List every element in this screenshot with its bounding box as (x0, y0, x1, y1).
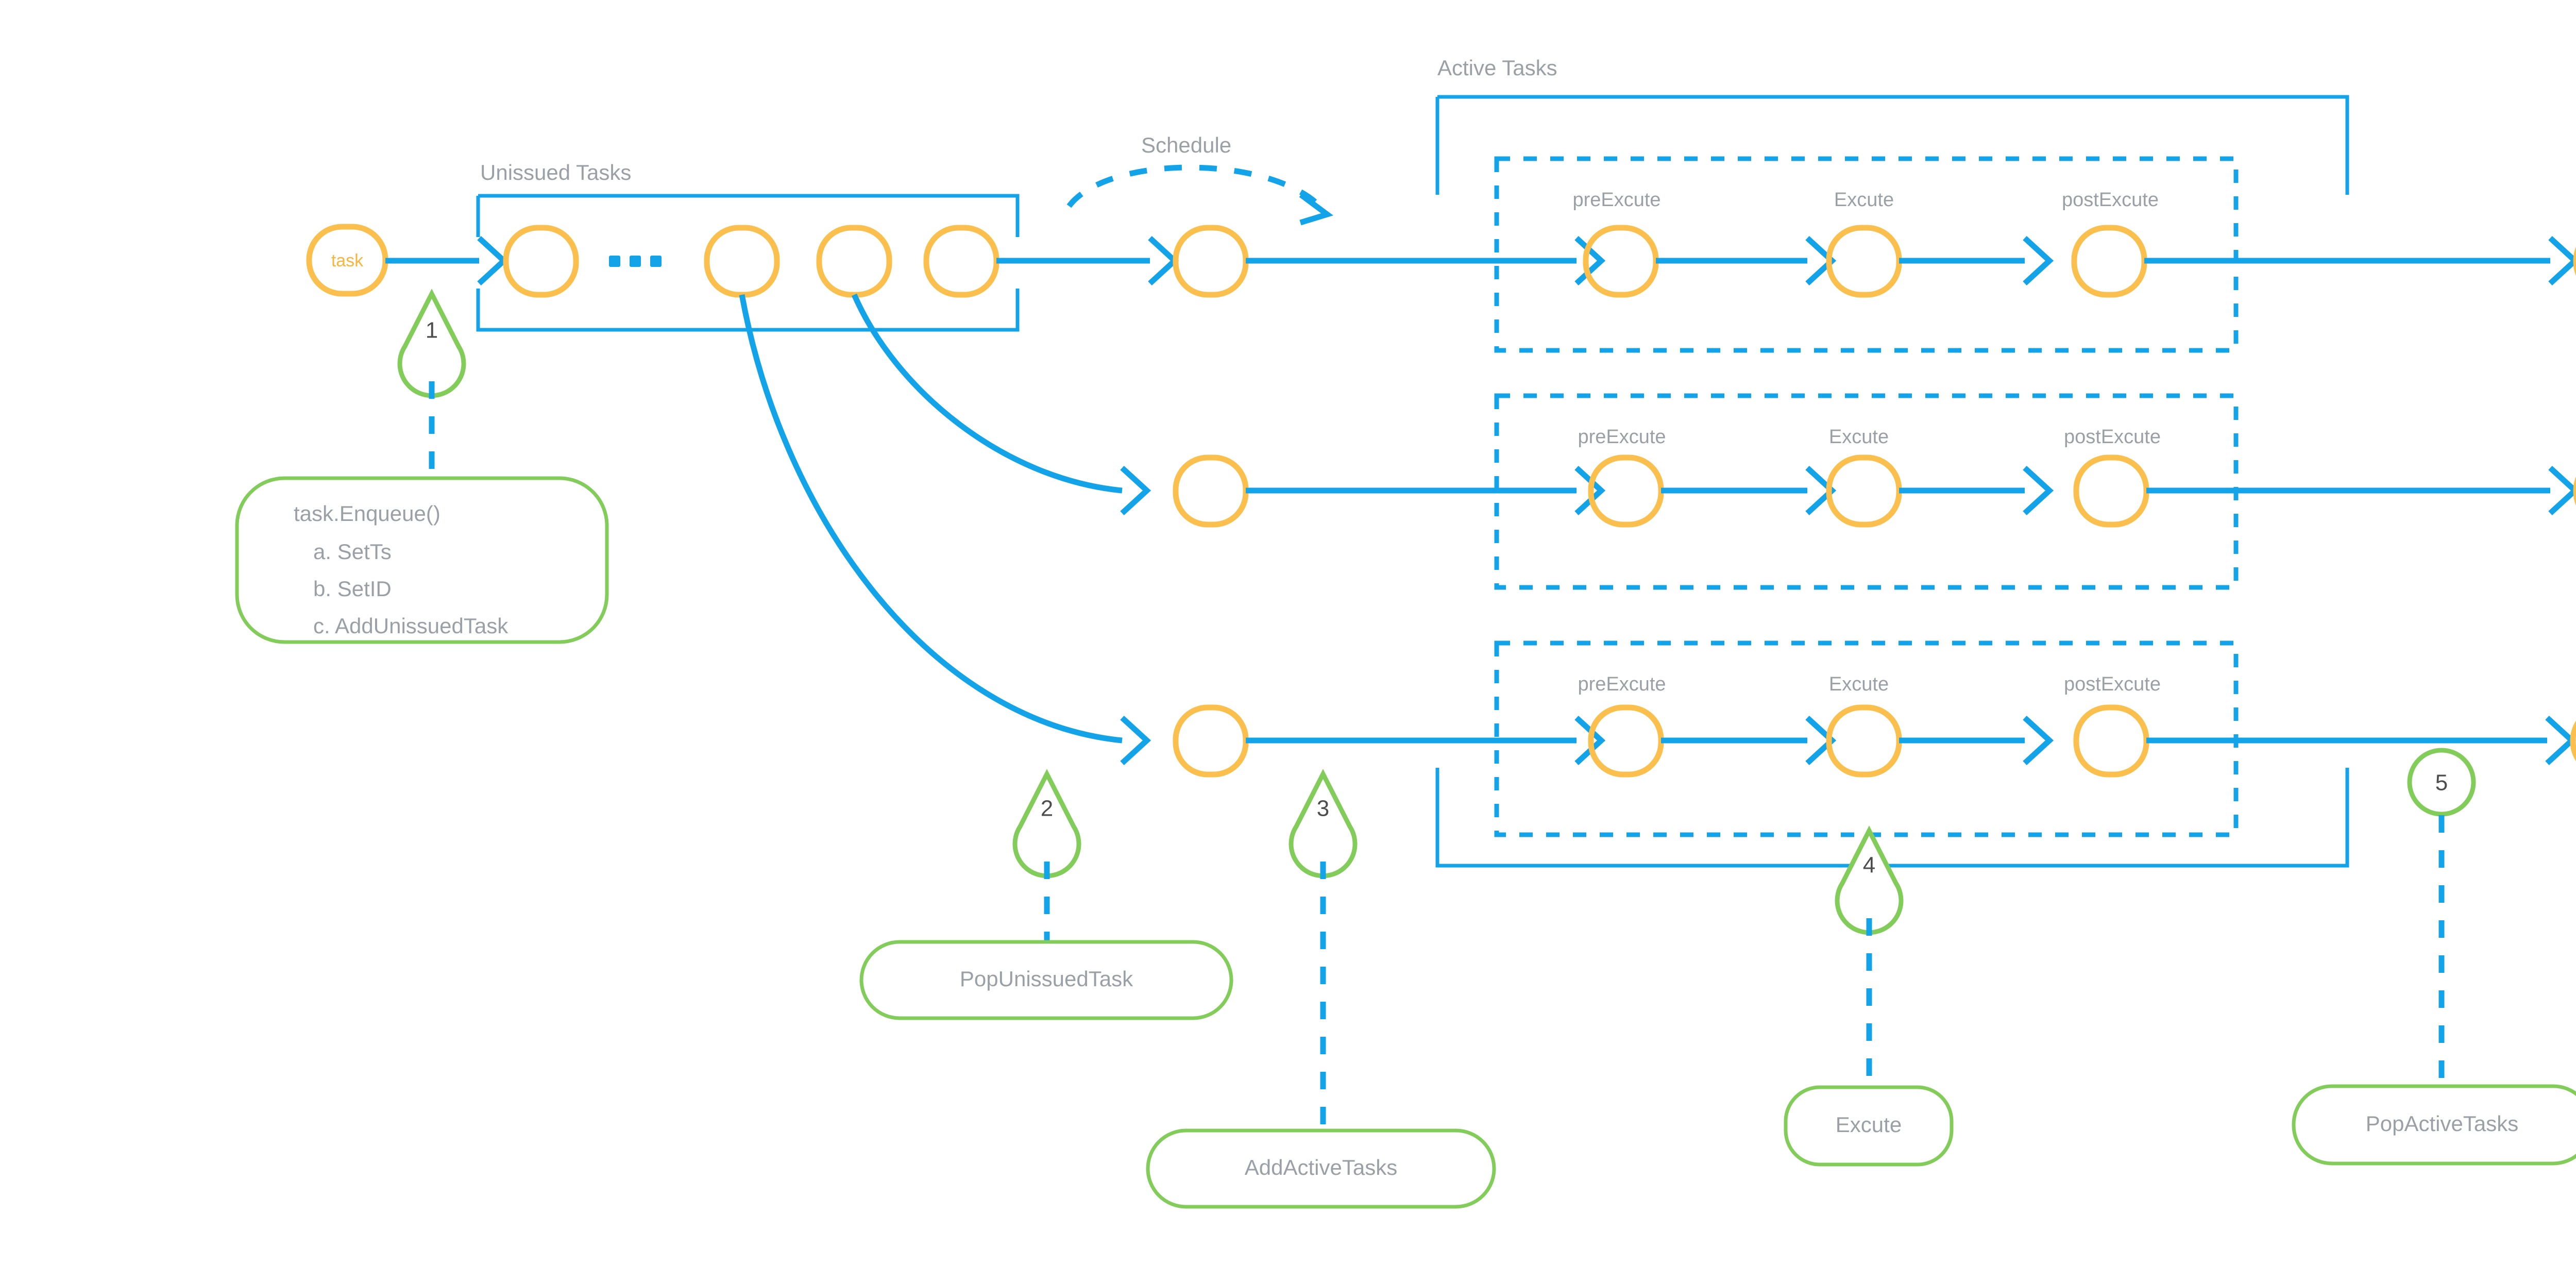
callout-5[interactable]: 5 PopActiveTasks (2292, 748, 2576, 1166)
callout-number: 4 (1863, 853, 1875, 878)
callout-box (1784, 1085, 1954, 1167)
stage-node-excute (1826, 704, 1902, 778)
group-label-unissued-tasks: Unissued Tasks (480, 160, 631, 184)
seed-task-label: task (331, 251, 364, 271)
pipeline-row-1: preExcute Excute postExcute (1246, 156, 2576, 353)
callout-1[interactable]: 1 task.Enqueue() a. SetTs b. SetID c. Ad… (235, 289, 609, 644)
stage-label-preexcute: preExcute (1578, 426, 1666, 448)
callout-box (235, 476, 609, 644)
pipeline-row-2: preExcute Excute postExcute (1173, 393, 2576, 590)
stage-label-excute: Excute (1834, 189, 1894, 211)
unissued-task-node (923, 225, 999, 298)
active-tasks-bracket (1435, 95, 2349, 868)
group-label-schedule: Schedule (1141, 133, 1231, 157)
callout-label: AddActiveTasks (1245, 1155, 1397, 1179)
stage-node-postexcute (2073, 454, 2149, 528)
callout-number: 1 (426, 318, 438, 343)
callout-marker-teardrop (397, 289, 466, 398)
callout-3[interactable]: 3 AddActiveTasks (1146, 769, 1496, 1209)
unissued-task-node (704, 225, 780, 298)
stage-label-postexcute: postExcute (2062, 189, 2159, 211)
callout-line: task.Enqueue() (294, 501, 440, 526)
curved-feed-to-row-3 (739, 294, 1151, 766)
callout-box (2292, 1084, 2576, 1166)
stage-label-preexcute: preExcute (1578, 673, 1666, 695)
callout-box (1146, 1128, 1496, 1209)
callout-marker-teardrop (1835, 825, 1904, 935)
scheduler-node-row-2 (1173, 454, 1249, 528)
terminal-node-row-3 (2570, 720, 2576, 762)
callout-marker-circle (2407, 748, 2476, 817)
callout-line: b. SetID (313, 577, 392, 601)
stage-node-preexcute (1583, 225, 1659, 298)
stage-node-excute (1826, 454, 1902, 528)
callout-marker-teardrop (1012, 769, 1081, 879)
seed-task-node: task (306, 224, 388, 297)
stage-label-excute: Excute (1829, 426, 1889, 448)
scheduler-node-row-1 (1173, 225, 1249, 298)
schedule-dashed-arrow (1066, 164, 1333, 226)
callout-number: 2 (1041, 796, 1053, 821)
unissued-tasks-bracket (476, 194, 1020, 332)
unissued-task-node (816, 225, 892, 298)
callout-label: PopActiveTasks (2366, 1111, 2518, 1136)
ellipsis-icon (609, 256, 662, 267)
flow-row-1 (996, 235, 1179, 286)
unissued-task-node (503, 225, 579, 298)
stage-label-postexcute: postExcute (2064, 426, 2161, 448)
scheduler-node-row-3 (1173, 704, 1249, 778)
callout-marker-teardrop (1289, 769, 1358, 879)
stage-label-excute: Excute (1829, 673, 1889, 695)
stage-label-preexcute: preExcute (1572, 189, 1660, 211)
stage-node-postexcute (2073, 704, 2149, 778)
callout-line: a. SetTs (313, 539, 392, 564)
stage-label-postexcute: postExcute (2064, 673, 2161, 695)
callout-label: Excute (1836, 1112, 1902, 1137)
pipeline-row-3: preExcute Excute postExcute (1173, 640, 2576, 837)
curved-feed-to-row-2 (851, 293, 1151, 516)
callout-label: PopUnissuedTask (960, 967, 1133, 991)
callout-number: 5 (2435, 770, 2448, 796)
callout-box (859, 940, 1233, 1020)
arrow-task-to-queue (385, 235, 509, 286)
stage-node-excute (1826, 225, 1902, 298)
callout-number: 3 (1317, 796, 1329, 821)
group-label-active-tasks: Active Tasks (1437, 56, 1557, 80)
callout-4[interactable]: 4 Excute (1784, 825, 1954, 1167)
stage-node-postexcute (2071, 225, 2147, 298)
callout-line: c. AddUnissuedTask (313, 614, 509, 638)
callout-2[interactable]: 2 PopUnissuedTask (859, 769, 1233, 1020)
